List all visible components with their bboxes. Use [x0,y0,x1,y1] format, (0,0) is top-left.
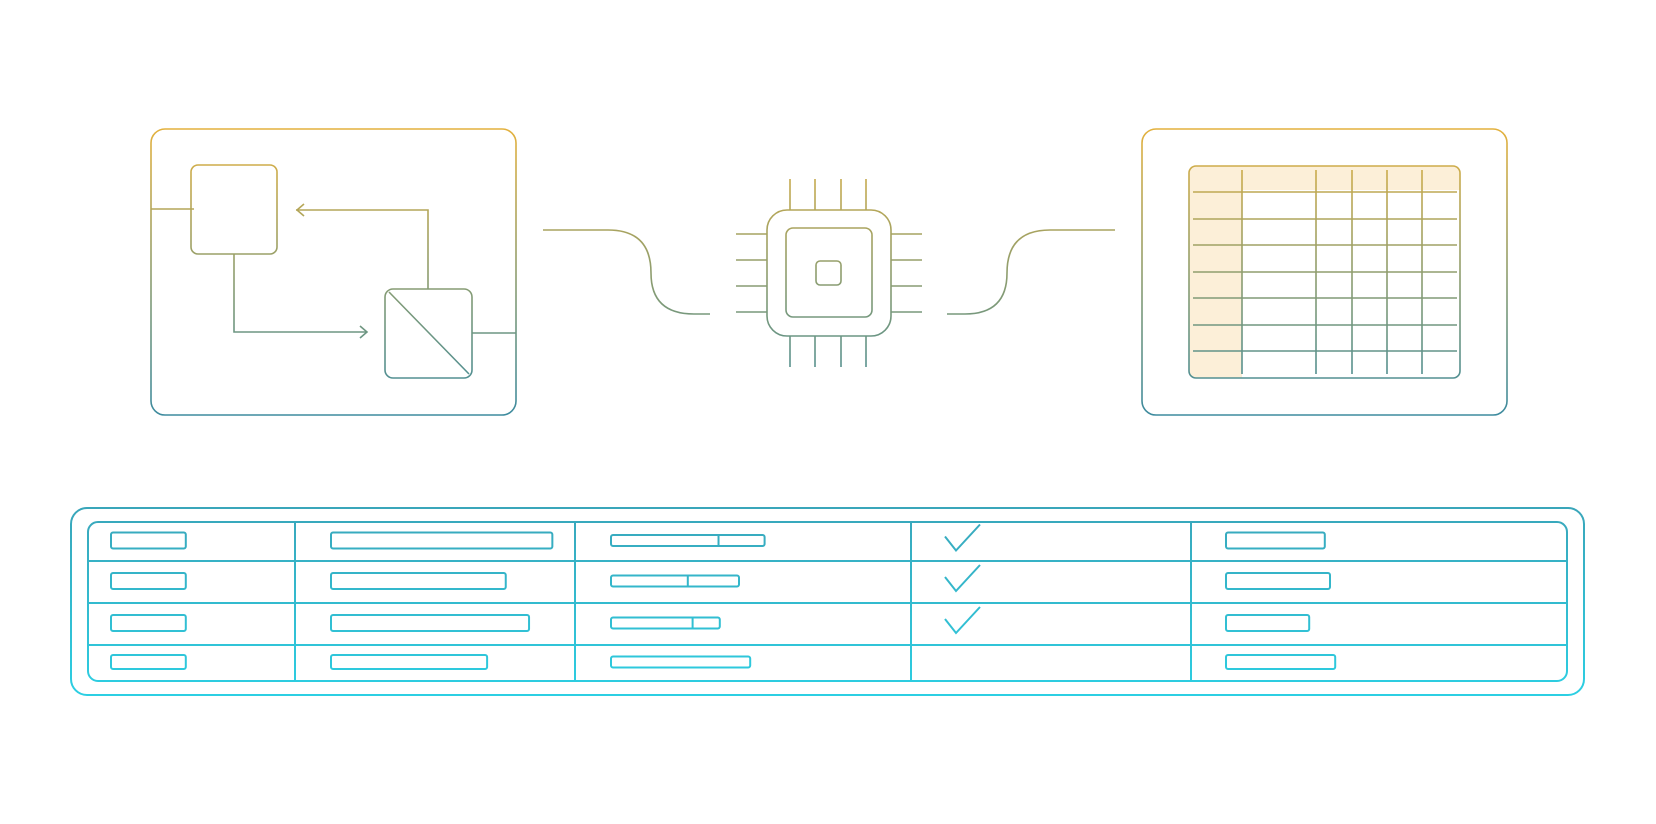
table-cells [110,523,1337,670]
progress-bar [610,616,721,630]
square-icon [190,164,278,255]
table-row [110,564,1331,593]
checkmark-icon [944,606,981,635]
diagonal-line [388,291,470,375]
spreadsheet-grid-frame [1188,165,1461,379]
flow-panel-frame [150,128,517,416]
chip-pins [736,179,922,367]
placeholder-bar [110,531,187,550]
placeholder-bar [1225,531,1326,550]
table-inner-frame [87,521,1568,682]
spreadsheet-grid [1193,170,1457,374]
microchip-icon [736,179,922,367]
placeholder-bar [1225,614,1311,632]
placeholder-bar [330,654,489,670]
loop-back-line [296,209,429,289]
placeholder-bar [1225,654,1337,670]
placeholder-bar [330,572,507,590]
spreadsheet-panel [1141,128,1508,416]
connector-left [543,229,710,315]
connector-right [947,229,1115,315]
chip-body [766,209,892,337]
arrow-right-icon [359,325,369,339]
down-right-line [233,254,366,333]
progress-bar [610,534,766,547]
spreadsheet-panel-frame [1141,128,1508,416]
data-table [70,507,1585,696]
connectors [543,229,1115,315]
table-row [110,523,1326,553]
placeholder-bar [330,614,531,632]
checkmark-icon [944,523,981,553]
placeholder-bar [110,654,187,670]
progress-bar [610,655,752,669]
table-grid [88,522,1567,681]
flow-panel [150,128,517,416]
arrow-left-icon [295,203,305,217]
placeholder-bar [110,614,187,632]
table-row [110,654,1337,670]
placeholder-bar [1225,572,1331,590]
table-row [110,606,1311,635]
checkmark-icon [944,564,981,593]
chip-center [815,260,842,286]
spreadsheet-shaded-region [1189,166,1460,378]
table-outer-frame [70,507,1585,696]
placeholder-bar [110,572,187,590]
placeholder-bar [330,531,554,550]
chip-core [785,227,873,318]
progress-bar [610,574,740,588]
